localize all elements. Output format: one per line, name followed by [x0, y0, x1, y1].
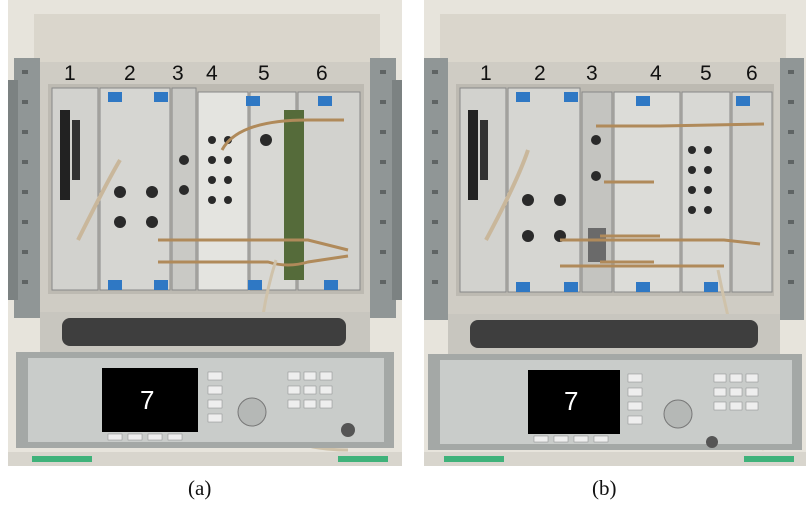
slot-number-6: 6 [316, 62, 328, 85]
slot-number-5: 5 [700, 62, 712, 85]
slot-number-5: 5 [258, 62, 270, 85]
slot-number-4: 4 [206, 62, 218, 85]
generator-label: 7 [564, 386, 578, 416]
display-screen-a [102, 368, 198, 432]
slot-number-3: 3 [172, 62, 184, 85]
slot-number-1: 1 [64, 62, 76, 85]
slot-number-1: 1 [480, 62, 492, 85]
slot-number-4: 4 [650, 62, 662, 85]
photo-panel-a: 1 2 3 4 5 6 7 [8, 0, 402, 466]
generator-label: 7 [140, 385, 154, 415]
slot-number-2: 2 [534, 62, 546, 85]
rack-photo-a: 1 2 3 4 5 6 7 [8, 0, 402, 466]
slot-number-6: 6 [746, 62, 758, 85]
photo-panel-b: 1 2 3 4 5 6 7 [424, 0, 806, 466]
slot-number-2: 2 [124, 62, 136, 85]
caption-b: (b) [592, 476, 617, 500]
display-screen-b [528, 370, 620, 434]
rack-photo-b: 1 2 3 4 5 6 7 [424, 0, 806, 466]
slot-number-3: 3 [586, 62, 598, 85]
caption-a: (a) [188, 476, 212, 500]
